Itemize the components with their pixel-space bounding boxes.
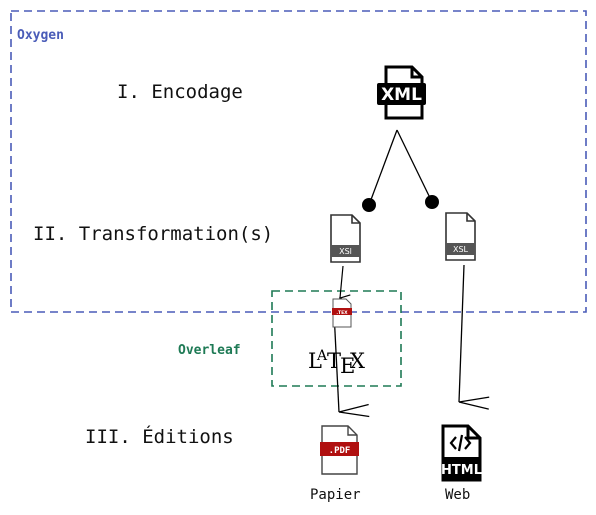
svg-text:A: A (316, 348, 328, 364)
xsl-right-label: XSL (453, 245, 469, 254)
xsl-left-label: XSl (339, 247, 352, 256)
tex-file-icon: .TEX (332, 298, 352, 328)
xsl-file-icon-right: XSL (445, 212, 476, 261)
latex-logo: L A T E X (308, 348, 365, 378)
svg-text:T: T (327, 349, 341, 373)
stage-transformation: II. Transformation(s) (33, 223, 274, 245)
svg-text:X: X (350, 349, 365, 373)
branch-lines (362, 129, 439, 212)
arrow-latex-to-pdf (333, 311, 370, 418)
arrow-xsl-to-html (458, 264, 490, 410)
oxygen-group-box (10, 10, 587, 313)
html-label: HTML (441, 463, 482, 478)
stage-editions: III. Éditions (85, 426, 234, 448)
html-file-icon: HTML (441, 424, 482, 482)
xsl-file-icon-left: XSl (330, 214, 361, 263)
svg-text:L: L (308, 349, 322, 373)
oxygen-label: Oxygen (17, 28, 64, 43)
output-paper-label: Papier (310, 487, 361, 503)
tex-label: .TEX (336, 310, 348, 316)
stage-encodage: I. Encodage (117, 81, 243, 103)
overleaf-label: Overleaf (178, 343, 241, 358)
xml-file-icon: XML (377, 65, 426, 120)
output-web-label: Web (445, 487, 471, 503)
arrow-xsl-to-tex (340, 265, 343, 298)
pdf-file-icon: .PDF (320, 425, 359, 475)
pdf-label: .PDF (329, 446, 351, 456)
svg-text:E: E (340, 354, 355, 378)
xml-label: XML (381, 85, 422, 105)
overleaf-group-box (271, 290, 402, 387)
